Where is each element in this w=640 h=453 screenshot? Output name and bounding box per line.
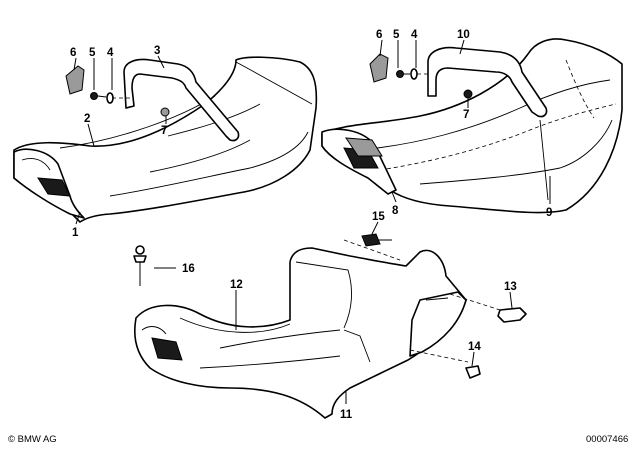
grab-handle-part-10	[427, 46, 548, 118]
callout-1: 1	[72, 227, 79, 239]
callout-numbers: 1 2 3 4 5 6 7 10 4 5 6 7 8 9 15 16 12 13…	[70, 29, 552, 421]
callout-16: 16	[182, 263, 195, 275]
callout-11: 11	[340, 409, 353, 421]
callout-15: 15	[372, 211, 385, 223]
screw-part-5a	[90, 92, 98, 100]
callout-4b: 4	[411, 29, 418, 41]
callout-7a: 7	[161, 125, 167, 137]
seat-assembly-right	[321, 38, 623, 214]
callout-7b: 7	[463, 109, 469, 121]
callout-10: 10	[457, 29, 470, 41]
callout-6b: 6	[376, 29, 382, 41]
pin-part-16	[133, 245, 147, 286]
screw-part-14	[465, 365, 481, 379]
callout-9: 9	[546, 207, 552, 219]
nut-part-7a	[160, 107, 170, 117]
seat-assembly-left	[13, 56, 318, 223]
copyright-label: © BMW AG	[8, 434, 57, 445]
seat-assembly-bottom	[133, 233, 527, 419]
callout-6a: 6	[70, 47, 76, 59]
bolt-part-15	[361, 233, 381, 247]
callout-5a: 5	[89, 47, 96, 59]
callout-13: 13	[504, 281, 517, 293]
callout-14: 14	[468, 341, 481, 353]
cap-part-13	[497, 307, 527, 323]
nut-part-7b	[463, 89, 473, 99]
leader-lines	[73, 39, 551, 404]
callout-5b: 5	[393, 29, 400, 41]
screw-part-5b	[396, 70, 404, 78]
tail-cowl	[409, 291, 467, 357]
drawing-number: 00007466	[586, 434, 628, 445]
callout-4a: 4	[107, 47, 114, 59]
callout-3: 3	[154, 45, 160, 57]
callout-8: 8	[392, 205, 399, 217]
callout-12: 12	[230, 279, 243, 291]
bracket-part-6a	[65, 65, 85, 95]
washer-part-4b	[410, 68, 418, 80]
callout-2: 2	[84, 113, 90, 125]
bracket-part-6b	[369, 53, 389, 83]
grab-handle-part-3	[123, 58, 240, 142]
seat-base-part-1	[13, 56, 318, 223]
seat-base-part-9	[321, 38, 623, 214]
